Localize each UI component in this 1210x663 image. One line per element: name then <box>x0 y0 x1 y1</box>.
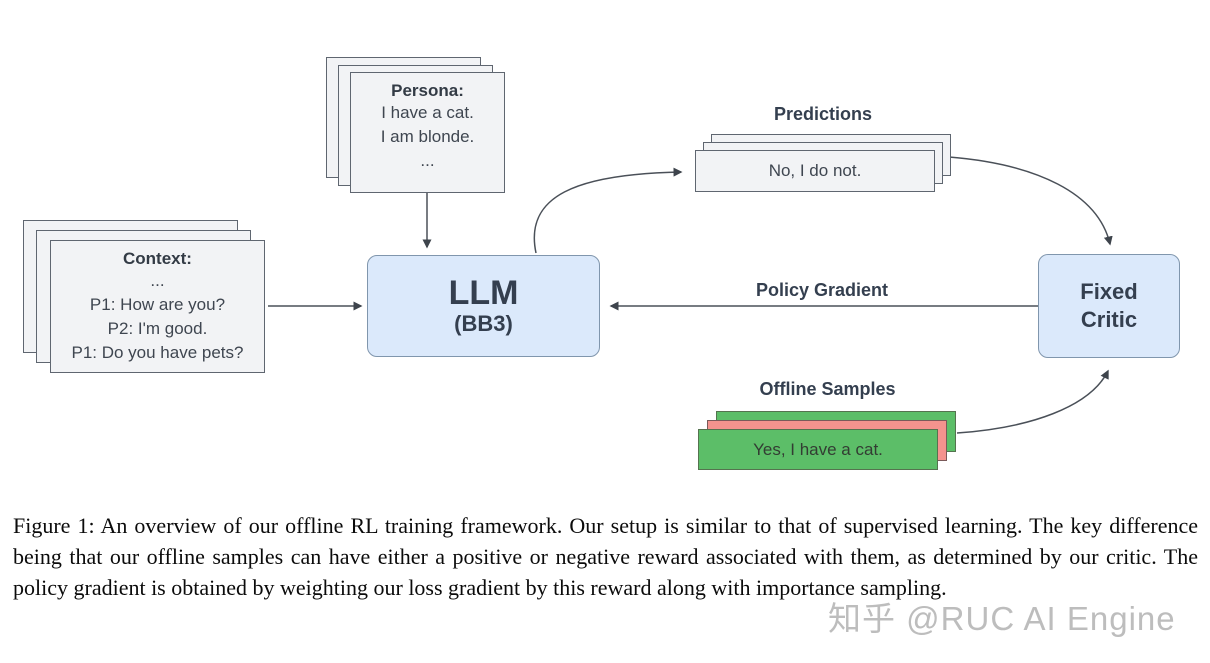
persona-card-stack: Persona: I have a cat. I am blonde. ... <box>326 57 506 197</box>
persona-title: Persona: <box>391 81 464 100</box>
arrow-layer <box>268 156 1113 434</box>
arrow-predictions-to-critic <box>948 156 1113 246</box>
fixed-critic-box: Fixed Critic <box>1038 254 1180 358</box>
predictions-card-stack: No, I do not. <box>695 134 955 194</box>
watermark: 知乎 @RUC AI Engine <box>828 600 1176 637</box>
context-card-stack: Context: ... P1: How are you? P2: I'm go… <box>23 220 273 375</box>
figure-caption: Figure 1: An overview of our offline RL … <box>13 513 1198 600</box>
fixed-critic-line1: Fixed <box>1080 279 1138 304</box>
arrow-llm-to-predictions <box>533 167 683 254</box>
llm-box-subtitle: (BB3) <box>454 311 513 336</box>
llm-box-title: LLM <box>448 274 519 312</box>
persona-line: ... <box>420 151 435 170</box>
persona-line: I am blonde. <box>380 127 475 146</box>
context-line: ... <box>150 271 165 290</box>
offline-sample-card-front-green: Yes, I have a cat. <box>698 429 938 470</box>
offline-samples-card-stack: Yes, I have a cat. <box>698 411 960 473</box>
predictions-card-front: No, I do not. <box>695 150 935 192</box>
offline-samples-label: Offline Samples <box>759 379 896 399</box>
fixed-critic-line2: Critic <box>1080 307 1138 332</box>
arrow-offline-samples-to-critic <box>956 369 1109 434</box>
policy-gradient-label: Policy Gradient <box>755 280 889 300</box>
predictions-card-text: No, I do not. <box>768 161 862 180</box>
llm-box: LLM (BB3) <box>367 255 600 357</box>
offline-sample-card-text: Yes, I have a cat. <box>753 439 883 459</box>
persona-card-front: Persona: I have a cat. I am blonde. ... <box>350 72 505 193</box>
predictions-label: Predictions <box>773 104 873 124</box>
context-line: P2: I'm good. <box>107 319 208 338</box>
context-card-front: Context: ... P1: How are you? P2: I'm go… <box>50 240 265 373</box>
context-title: Context: <box>123 249 192 268</box>
persona-line: I have a cat. <box>381 103 474 122</box>
context-line: P1: Do you have pets? <box>71 343 244 362</box>
context-line: P1: How are you? <box>89 295 226 314</box>
